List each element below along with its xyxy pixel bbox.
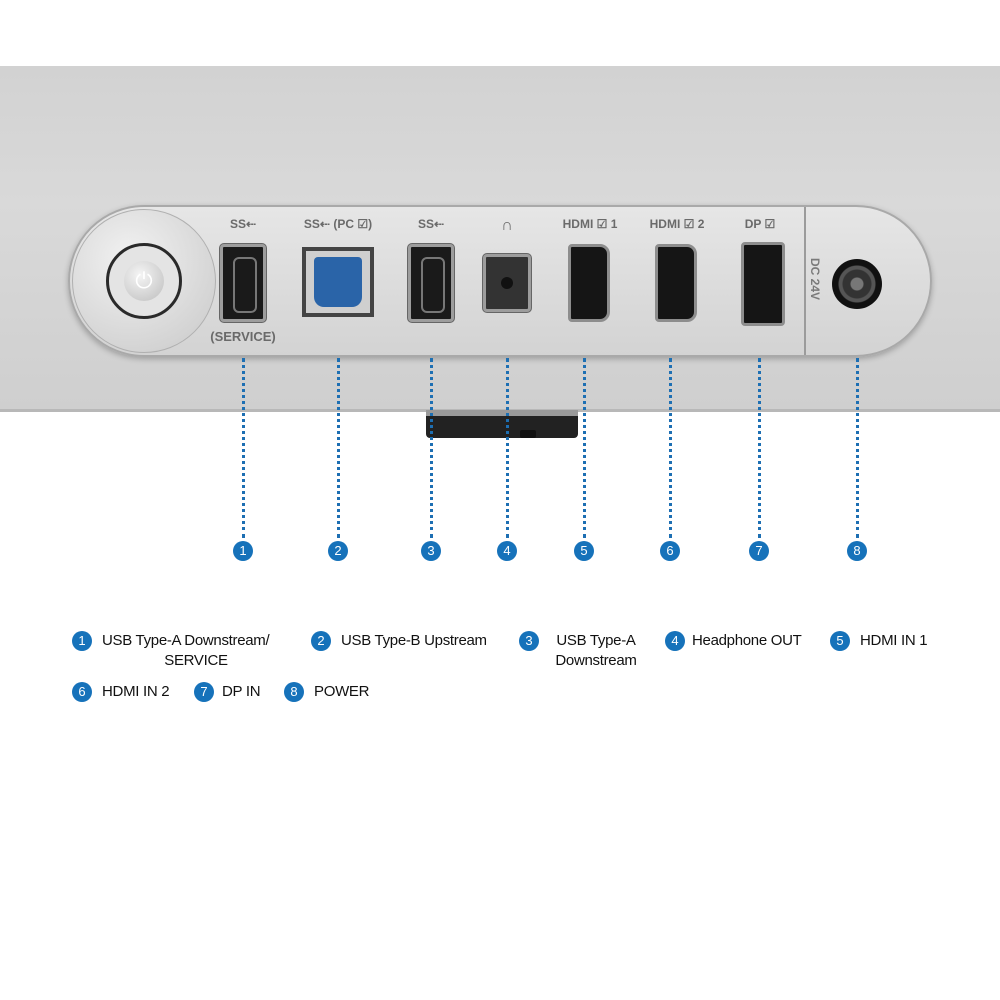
usb-ss-icon: SS⇠: [229, 217, 257, 231]
headphone-jack: [483, 254, 531, 312]
legend-badge: 4: [665, 631, 685, 651]
legend-badge: 6: [72, 682, 92, 702]
badge-2: 2: [328, 541, 348, 561]
dp-label: DP ☑: [744, 217, 776, 231]
badge-8: 8: [847, 541, 867, 561]
usb-a-port-service: [220, 244, 266, 322]
usb-b-port: [302, 247, 374, 317]
power-icon[interactable]: ⏻: [124, 261, 164, 301]
leader-line-3: [430, 358, 433, 538]
hdmi1-port: [568, 244, 610, 322]
leader-line-8: [856, 358, 859, 538]
badge-6: 6: [660, 541, 680, 561]
service-label: (SERVICE): [210, 329, 276, 344]
hdmi2-port: [655, 244, 697, 322]
leader-line-5: [583, 358, 586, 538]
legend-badge: 8: [284, 682, 304, 702]
legend-label: DP IN: [222, 683, 261, 700]
legend-label: HDMI IN 2: [102, 683, 170, 700]
legend-label: Headphone OUT: [692, 632, 802, 649]
leader-line-2: [337, 358, 340, 538]
badge-1: 1: [233, 541, 253, 561]
headphone-icon: ∩: [501, 217, 513, 234]
badge-5: 5: [574, 541, 594, 561]
usb-a-port: [408, 244, 454, 322]
badge-4: 4: [497, 541, 517, 561]
legend-badge: 3: [519, 631, 539, 651]
dp-port: [741, 242, 785, 326]
legend-badge: 2: [311, 631, 331, 651]
stand-bracket: [426, 410, 578, 438]
leader-line-1: [242, 358, 245, 538]
legend-label: USB Type-A Downstream/: [102, 632, 270, 649]
legend-badge: 7: [194, 682, 214, 702]
usb-ss-icon: SS⇠: [417, 217, 445, 231]
stand-knob: [520, 430, 536, 438]
legend-label: USB Type-B Upstream: [341, 632, 487, 649]
legend-label: HDMI IN 1: [860, 632, 928, 649]
hdmi2-label: HDMI ☑ 2: [649, 217, 705, 231]
leader-line-6: [669, 358, 672, 538]
divider: [804, 207, 806, 355]
leader-line-7: [758, 358, 761, 538]
usb-b-label: SS⇠ (PC ☑): [303, 217, 373, 231]
badge-7: 7: [749, 541, 769, 561]
legend-label: USB Type-A: [556, 632, 636, 649]
usb-b-connector: [314, 257, 362, 307]
legend-label-cont: Downstream: [555, 652, 637, 669]
legend-badge: 1: [72, 631, 92, 651]
hdmi1-label: HDMI ☑ 1: [562, 217, 618, 231]
badge-3: 3: [421, 541, 441, 561]
legend-badge: 5: [830, 631, 850, 651]
dc-power-jack: [832, 259, 882, 309]
legend-label-cont: SERVICE: [164, 652, 228, 669]
legend-label: POWER: [314, 683, 370, 700]
leader-line-4: [506, 358, 509, 538]
dc-label: DC 24V: [808, 257, 822, 301]
